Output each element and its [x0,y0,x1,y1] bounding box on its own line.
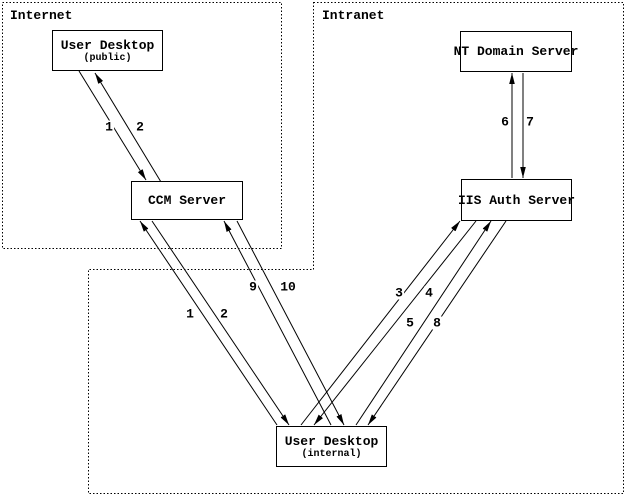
arrow-10-ccm-to-internal [236,220,345,426]
edge-label-7: 7 [525,114,535,130]
node-ccm-server: CCM Server [131,181,243,220]
arrow-3-internal-to-iis [300,220,461,426]
edge-label-8: 8 [432,315,442,331]
node-title: CCM Server [147,193,226,208]
arrow-4-iis-to-internal [313,220,477,426]
node-iis-auth-server: IIS Auth Server [457,179,576,221]
node-subtitle: (public) [83,52,132,64]
edge-label-6: 6 [500,114,510,130]
arrow-9-internal-to-ccm [223,220,332,426]
node-nt-domain-server: NT Domain Server [454,31,578,72]
arrow-2-ccm-to-public [94,72,162,183]
edge-label-10: 10 [279,279,297,295]
edge-label-1-public: 1 [104,119,114,135]
intranet-zone-label: Intranet [322,8,385,23]
node-title: User Desktop [60,37,155,53]
internet-zone-label: Internet [10,8,73,23]
arrow-2-ccm-to-internal [151,220,290,426]
node-title: IIS Auth Server [457,192,576,208]
node-user-desktop-public: User Desktop (public) [52,30,163,71]
node-subtitle: (internal) [301,448,362,460]
node-title: User Desktop [284,433,379,449]
edge-label-5: 5 [405,315,415,331]
edge-label-2-public: 2 [135,119,145,135]
edge-label-1-internal: 1 [185,306,195,322]
node-user-desktop-internal: User Desktop (internal) [276,426,387,467]
node-title: NT Domain Server [453,44,579,59]
edge-label-3: 3 [394,285,404,301]
edge-label-9: 9 [248,279,258,295]
arrow-5-internal-to-iis [355,220,492,426]
edge-label-4: 4 [424,285,434,301]
intranet-zone-border [88,2,624,494]
edge-label-2-internal: 2 [219,306,229,322]
arrow-1-internal-to-ccm [139,220,278,426]
